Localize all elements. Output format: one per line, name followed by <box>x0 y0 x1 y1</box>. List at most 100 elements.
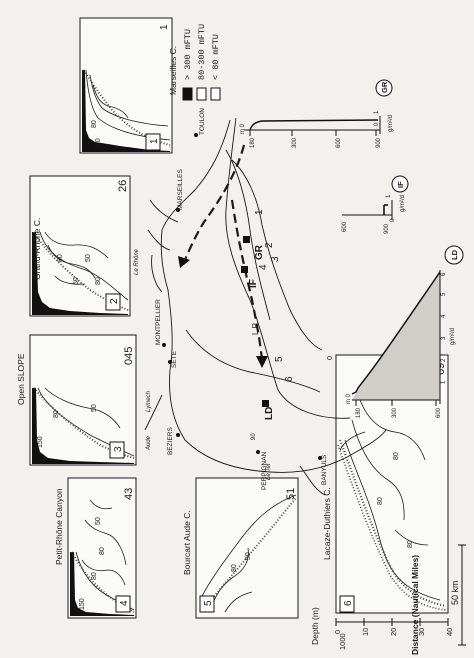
panel-4: 80 80 50 150 4 43 Petit-Rhône Canyon <box>54 477 137 619</box>
high-turbidity-layer <box>32 232 128 315</box>
coastline-south <box>339 431 366 451</box>
contour-line <box>47 244 96 279</box>
panel-frame <box>195 477 299 619</box>
contour-label: 50 <box>95 517 102 525</box>
panel-title: Marseilles C. <box>168 46 178 95</box>
flux-panel-gr: 180 300 600 900 m 0 1 0 g/m²/d GR <box>240 79 394 148</box>
flux-code: IF <box>396 181 405 188</box>
flux-tick-label: 180 <box>250 137 256 148</box>
section-number: 1 <box>254 209 265 215</box>
contour-label: 150 <box>95 138 102 150</box>
route-arrowhead <box>178 256 190 268</box>
section-number: 6 <box>284 376 295 382</box>
seafloor-profile <box>71 551 135 613</box>
flux-unit: g/m²/d <box>388 115 394 132</box>
station-marker-if <box>241 266 248 273</box>
section-number: 4 <box>258 264 269 270</box>
panel-number: 1 <box>149 138 160 144</box>
contour-label: 50 <box>85 254 92 262</box>
panel-title: Lacaze-Duthiers C. <box>322 487 332 560</box>
flux-y-label: 6 <box>441 272 447 276</box>
lagoon <box>147 229 171 251</box>
route-label-gr: GR <box>254 244 265 260</box>
place-label: SETE <box>171 350 178 368</box>
seafloor-profile <box>33 387 135 459</box>
legend: > 300 mFTU 80-300 mFTU < 80 mFTU <box>182 24 221 101</box>
panel-value: 1 <box>159 24 170 30</box>
panel-title: Grand-Rhône C. <box>32 218 42 280</box>
canyon-contour <box>225 149 271 321</box>
contour-label: 80 <box>377 497 384 505</box>
panel-3: 80 50 150 3 045 Open SLOPE <box>16 334 137 466</box>
contour-line <box>81 559 126 586</box>
flux-curve <box>249 119 379 131</box>
transport-route <box>230 199 264 361</box>
contour-label: 80 <box>95 277 102 285</box>
city-marker <box>176 433 180 437</box>
section-number: 3 <box>270 256 281 262</box>
flux-y-label: 0 <box>374 122 380 126</box>
panel-number: 6 <box>343 600 354 606</box>
flux-origin-label: m 0 <box>240 123 246 134</box>
flux-origin-label: 0 <box>390 218 396 222</box>
panel-frame <box>67 477 137 619</box>
contour-line <box>39 231 129 301</box>
panel-number-box <box>199 595 215 613</box>
panel-number-box <box>109 441 125 459</box>
contour-label: 80 <box>91 120 98 128</box>
seafloor-profile <box>83 69 171 146</box>
x-tick-label: 40 <box>445 628 454 636</box>
section-number: 5 <box>274 356 285 362</box>
x-axis-title: Distance (Nautical Miles) <box>410 555 420 655</box>
flux-y-label: 5 <box>441 292 447 296</box>
panel-number: 2 <box>109 298 120 304</box>
panel-2: 50 80 50 80 2 26 Grand-Rhône C. <box>29 175 131 317</box>
flux-code-circle <box>444 245 464 265</box>
place-label: Aude <box>146 435 152 451</box>
flux-y-label: 2 <box>441 358 447 362</box>
flux-y-label: 4 <box>441 314 447 318</box>
contour-line <box>394 529 429 546</box>
city-marker <box>256 450 260 454</box>
x-tick-label: 20 <box>389 628 398 636</box>
place-label: Lymech <box>146 390 152 412</box>
high-turbidity-layer <box>70 552 134 616</box>
seafloor-profile <box>337 444 447 611</box>
panel-value: 26 <box>117 180 129 192</box>
city-marker <box>162 343 166 347</box>
panel-1: 150 80 1 1 Marseilles C. <box>79 17 178 154</box>
x-tick-label: 0 <box>333 630 342 634</box>
flux-tick-label: 600 <box>436 407 442 418</box>
contour-line <box>89 74 169 127</box>
legend-label-low: < 80 mFTU <box>211 34 221 80</box>
contour-label: 80 <box>91 572 98 580</box>
panel-title: Petit-Rhône Canyon <box>54 488 64 565</box>
legend-label-high: > 300 mFTU <box>183 29 193 80</box>
flux-tick-label: 180 <box>356 407 362 418</box>
place-label: BANYULS <box>321 454 328 485</box>
canyon-contour <box>231 159 323 351</box>
flux-tick-label: 900 <box>376 137 382 148</box>
legend-label-mid: 80-300 mFTU <box>197 24 207 80</box>
contour-line <box>89 499 113 510</box>
flux-area <box>352 270 440 400</box>
panel-number-box <box>339 595 355 613</box>
rhone-river <box>151 254 163 293</box>
panel-5: 80 50 5 51 Bourcart Aude C. <box>182 477 299 619</box>
depth-distance-axes: 0 10 20 30 40 Distance (Nautical Miles) … <box>310 356 454 655</box>
panel-value: 51 <box>285 488 297 500</box>
river <box>144 394 163 431</box>
place-label: MONTPELLIER <box>155 299 162 345</box>
river <box>299 465 326 496</box>
flux-curve <box>351 271 441 395</box>
panel-title: Open SLOPE <box>16 353 26 405</box>
panel-value: 43 <box>123 488 135 500</box>
x-tick-label: 30 <box>417 628 426 636</box>
legend-swatch-low <box>210 87 221 101</box>
route-label-if: IF <box>248 279 259 288</box>
route-label-lp: L.P. <box>251 322 260 335</box>
place-label: MARSEILLES <box>177 169 184 210</box>
high-turbidity-layer <box>32 388 134 464</box>
flux-y-label: 1 <box>441 380 447 384</box>
